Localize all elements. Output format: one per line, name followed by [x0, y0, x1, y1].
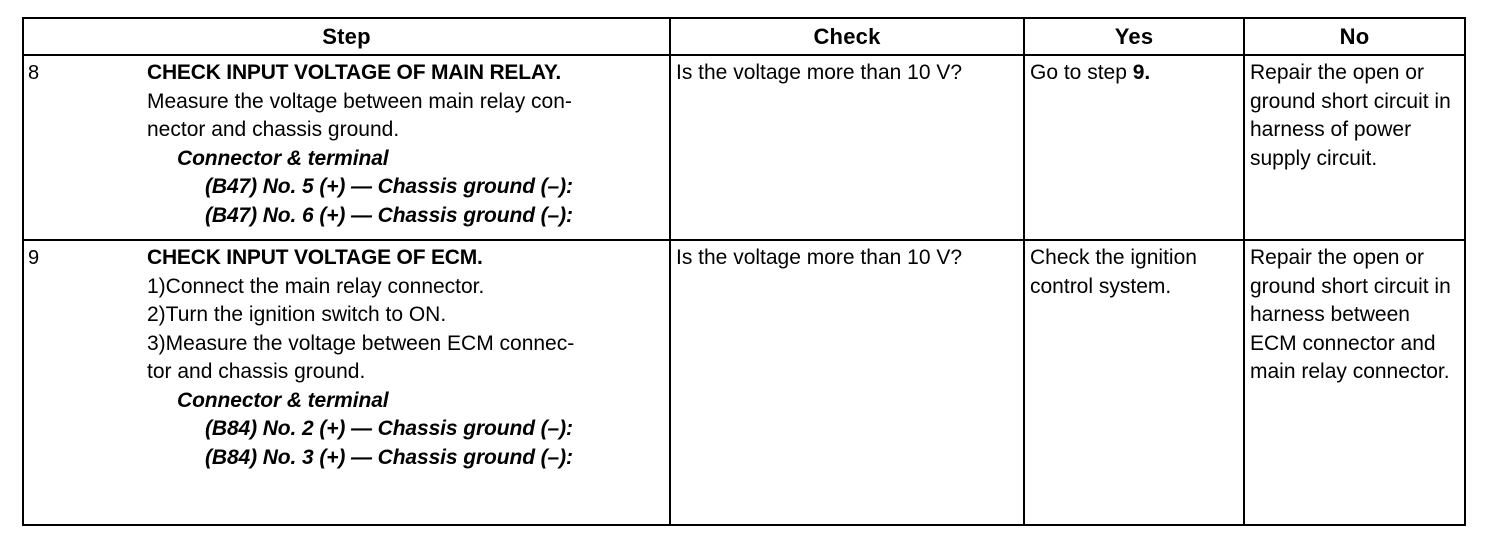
diagnostic-procedure-table: Step Check Yes No 8 CHECK INPUT VOLTAGE …: [22, 17, 1466, 526]
column-header-no: No: [1243, 17, 1466, 56]
check-text: Is the voltage more than 10 V?: [676, 61, 963, 84]
check-cell: Is the voltage more than 10 V?: [669, 54, 1025, 241]
yes-cell: Go to step 9.: [1023, 54, 1245, 241]
column-header-step: Step: [22, 17, 671, 56]
step-body: CHECK INPUT VOLTAGE OF MAIN RELAY. Measu…: [24, 56, 669, 238]
check-cell: Is the voltage more than 10 V?: [669, 239, 1025, 526]
table-header-row: Step Check Yes No: [22, 17, 1466, 56]
table-row: 8 CHECK INPUT VOLTAGE OF MAIN RELAY. Mea…: [22, 54, 1466, 241]
step-line: 3)Measure the voltage between ECM connec…: [147, 331, 575, 355]
step-title: CHECK INPUT VOLTAGE OF ECM.: [147, 246, 483, 269]
step-line: tor and chassis ground.: [147, 360, 366, 383]
step-connector-terminal: (B47) No. 5 (+) — Chassis ground (–):: [205, 175, 573, 198]
no-cell: Repair the open or ground short circuit …: [1243, 54, 1466, 241]
yes-text: Go to step 9.: [1025, 56, 1243, 94]
yes-text-prefix: Check the ignition control system.: [1030, 246, 1197, 298]
column-header-check: Check: [669, 17, 1025, 56]
step-body: CHECK INPUT VOLTAGE OF ECM. 1)Connect th…: [24, 241, 669, 480]
yes-text-step-ref: 9.: [1132, 61, 1151, 84]
no-text: Repair the open or ground short circuit …: [1250, 61, 1451, 170]
step-line: Measure the voltage between main relay c…: [147, 89, 572, 113]
step-connector-terminal: (B84) No. 2 (+) — Chassis ground (–):: [205, 417, 573, 440]
yes-text: Check the ignition control system.: [1025, 241, 1243, 307]
yes-text-prefix: Go to step: [1030, 61, 1133, 84]
column-header-yes: Yes: [1023, 17, 1245, 56]
check-text: Is the voltage more than 10 V?: [676, 246, 963, 269]
step-number: 8: [28, 62, 40, 84]
no-text: Repair the open or ground short circuit …: [1250, 246, 1451, 383]
step-line: 2)Turn the ignition switch to ON.: [147, 303, 447, 326]
step-subheading: Connector & terminal: [177, 388, 389, 412]
step-connector-terminal: (B47) No. 6 (+) — Chassis ground (–):: [205, 203, 573, 227]
table-row: 9 CHECK INPUT VOLTAGE OF ECM. 1)Connect …: [22, 239, 1466, 526]
step-line: nector and chassis ground.: [147, 118, 400, 141]
no-cell: Repair the open or ground short circuit …: [1243, 239, 1466, 526]
step-cell: 9 CHECK INPUT VOLTAGE OF ECM. 1)Connect …: [22, 239, 671, 526]
step-cell: 8 CHECK INPUT VOLTAGE OF MAIN RELAY. Mea…: [22, 54, 671, 241]
step-number: 9: [28, 247, 40, 269]
step-subheading: Connector & terminal: [177, 146, 389, 170]
step-line: 1)Connect the main relay connector.: [147, 274, 485, 298]
step-connector-terminal: (B84) No. 3 (+) — Chassis ground (–):: [205, 445, 573, 469]
yes-cell: Check the ignition control system.: [1023, 239, 1245, 526]
step-title: CHECK INPUT VOLTAGE OF MAIN RELAY.: [147, 61, 561, 84]
